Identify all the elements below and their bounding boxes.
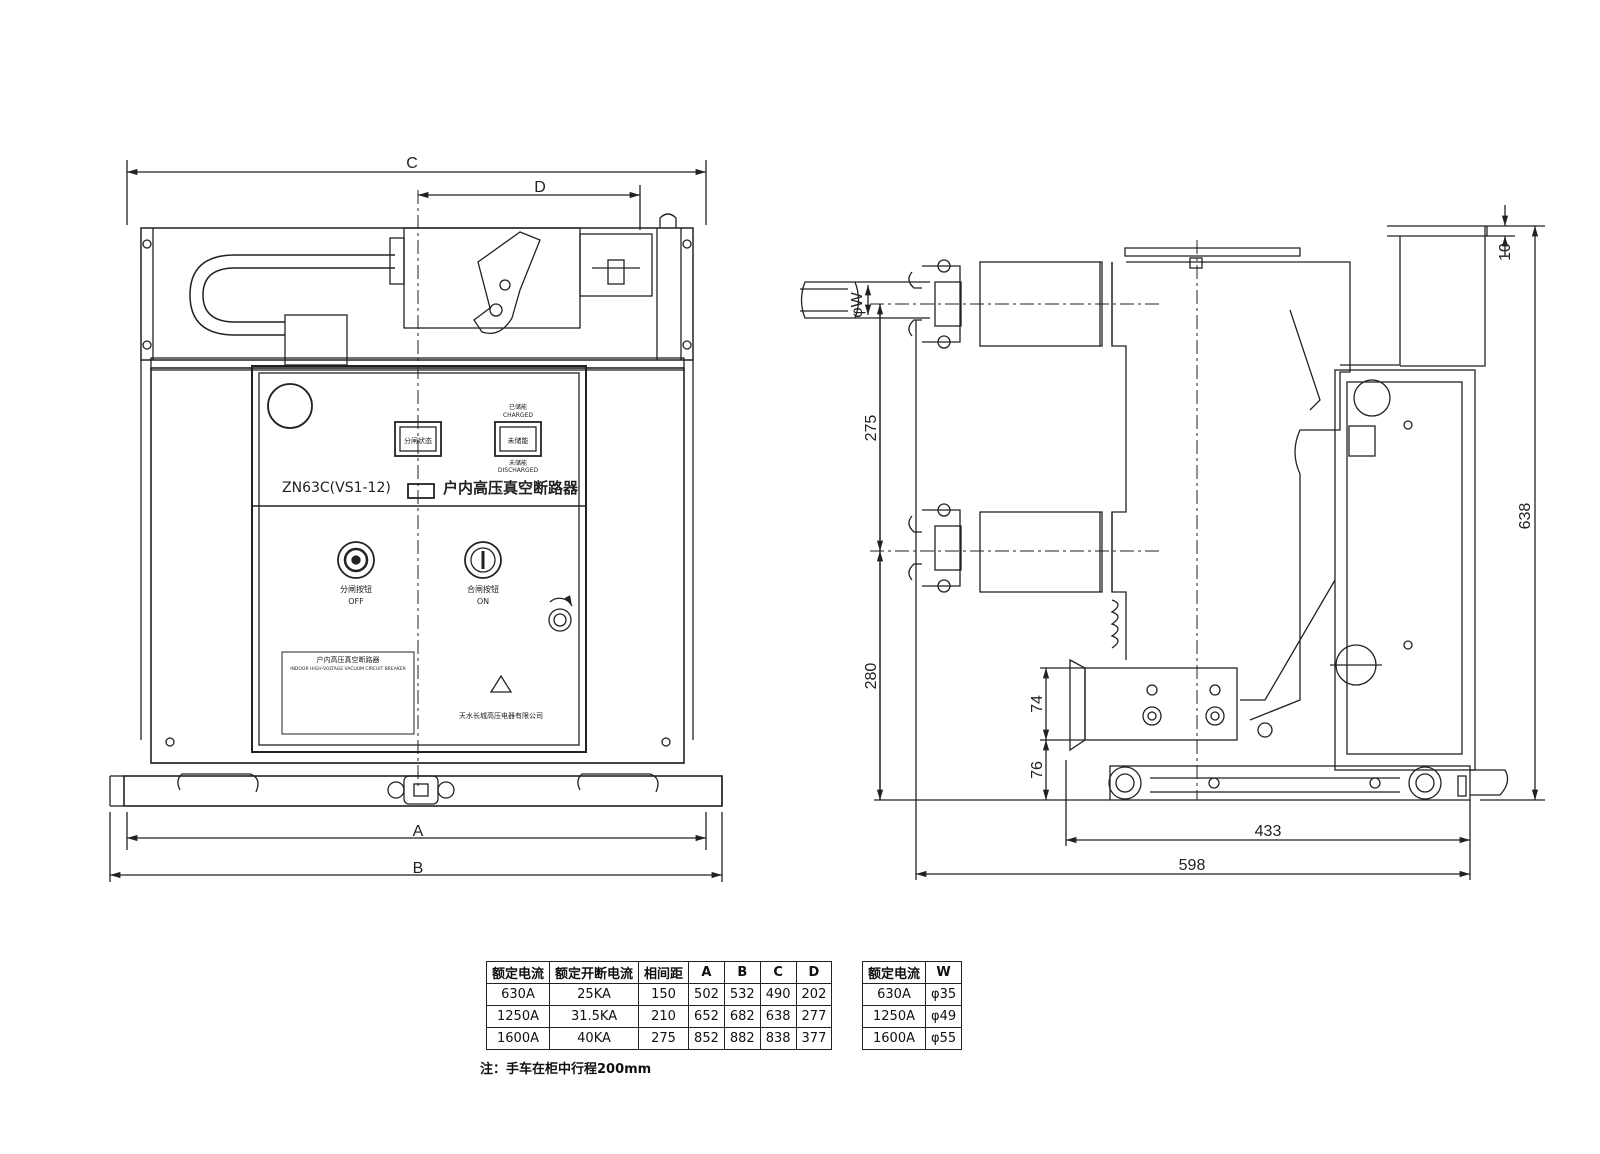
on-en-label: ON	[477, 597, 489, 606]
dim-275-label: 275	[863, 415, 880, 442]
discharged-en-label: DISCHARGED	[498, 467, 539, 474]
table-cell: 490	[759, 983, 797, 1006]
table-cell: φ35	[925, 983, 963, 1006]
off-cn-label: 分闸按钮	[340, 584, 372, 594]
table-cell: 652	[688, 1005, 725, 1028]
manufacturer-label: 天水长城高压电器有限公司	[459, 711, 543, 720]
breaker-title: 户内高压真空断路器	[443, 479, 579, 497]
table-cell: 150	[638, 983, 690, 1006]
dim-598-label: 598	[1179, 857, 1206, 874]
header-w: W	[925, 961, 963, 984]
table-row: 1250A φ49	[861, 1005, 963, 1028]
table-cell: 40KA	[549, 1027, 640, 1050]
nameplate-title: 户内高压真空断路器	[317, 655, 380, 664]
table-cell: 838	[759, 1027, 797, 1050]
side-view	[800, 205, 1545, 880]
table-cell: 275	[638, 1027, 690, 1050]
table-cell: 210	[638, 1005, 690, 1028]
dim-a-label: A	[413, 823, 424, 840]
dim-c-label: C	[406, 155, 418, 172]
table-cell: φ55	[925, 1027, 963, 1050]
dim-d-label: D	[534, 179, 546, 196]
table-cell: 277	[795, 1005, 833, 1028]
table-cell: 202	[795, 983, 833, 1006]
table-cell: 31.5KA	[549, 1005, 640, 1028]
header-phase-spacing: 相间距	[638, 961, 690, 984]
table-header-row: 额定电流 W	[861, 961, 963, 984]
charged-en-label: CHARGED	[503, 412, 533, 419]
dim-433-label: 433	[1255, 823, 1282, 840]
model-label: ZN63C(VS1-12)	[282, 480, 391, 496]
dim-638-label: 638	[1517, 503, 1534, 530]
table-cell: 882	[723, 1027, 761, 1050]
open-state-label: 分闸状态	[404, 436, 432, 445]
table-cell: 630A	[861, 983, 927, 1006]
spec-table-main: 额定电流 额定开断电流 相间距 A B C D 630A 25KA 150 50…	[485, 961, 833, 1050]
spec-table-w: 额定电流 W 630A φ35 1250A φ49 1600A φ55	[861, 961, 963, 1050]
discharged-cn-label: 未储能	[509, 459, 527, 467]
table-cell: 852	[688, 1027, 725, 1050]
header-b: B	[723, 961, 761, 984]
table-cell: 502	[688, 983, 725, 1006]
dim-b-label: B	[413, 860, 424, 877]
header-rated-current: 额定电流	[485, 961, 551, 984]
header-rated-current: 额定电流	[861, 961, 927, 984]
dim-74-label: 74	[1029, 695, 1046, 713]
table-row: 1250A 31.5KA 210 652 682 638 277	[485, 1005, 833, 1028]
table-cell: 1250A	[485, 1005, 551, 1028]
header-breaking-current: 额定开断电流	[549, 961, 640, 984]
table-cell: 638	[759, 1005, 797, 1028]
header-a: A	[688, 961, 725, 984]
front-view	[109, 160, 723, 882]
on-cn-label: 合闸按钮	[467, 584, 499, 594]
table-cell: 630A	[485, 983, 551, 1006]
table-cell: 1600A	[861, 1027, 927, 1050]
table-cell: 1250A	[861, 1005, 927, 1028]
header-c: C	[759, 961, 797, 984]
dim-76-label: 76	[1029, 761, 1046, 779]
table-header-row: 额定电流 额定开断电流 相间距 A B C D	[485, 961, 833, 984]
off-en-label: OFF	[348, 597, 364, 606]
table-cell: 682	[723, 1005, 761, 1028]
table-row: 630A φ35	[861, 983, 963, 1006]
table-cell: φ49	[925, 1005, 963, 1028]
table-cell: 1600A	[485, 1027, 551, 1050]
table-row: 630A 25KA 150 502 532 490 202	[485, 983, 833, 1006]
uncharged-label: 未储能	[508, 436, 529, 445]
table-cell: 532	[723, 983, 761, 1006]
dim-280-label: 280	[863, 663, 880, 690]
dim-10-label: 10	[1497, 243, 1514, 261]
table-row: 1600A φ55	[861, 1027, 963, 1050]
travel-note: 注：手车在柜中行程200mm	[480, 1062, 652, 1077]
table-cell: 25KA	[549, 983, 640, 1006]
dim-w-label: φW	[849, 291, 866, 317]
table-row: 1600A 40KA 275 852 882 838 377	[485, 1027, 833, 1050]
nameplate-subtitle: INDOOR HIGH-VOLTAGE VACUUM CIRCUIT BREAK…	[290, 666, 406, 672]
charged-cn-label: 已储能	[509, 403, 527, 411]
table-cell: 377	[795, 1027, 833, 1050]
header-d: D	[795, 961, 833, 984]
